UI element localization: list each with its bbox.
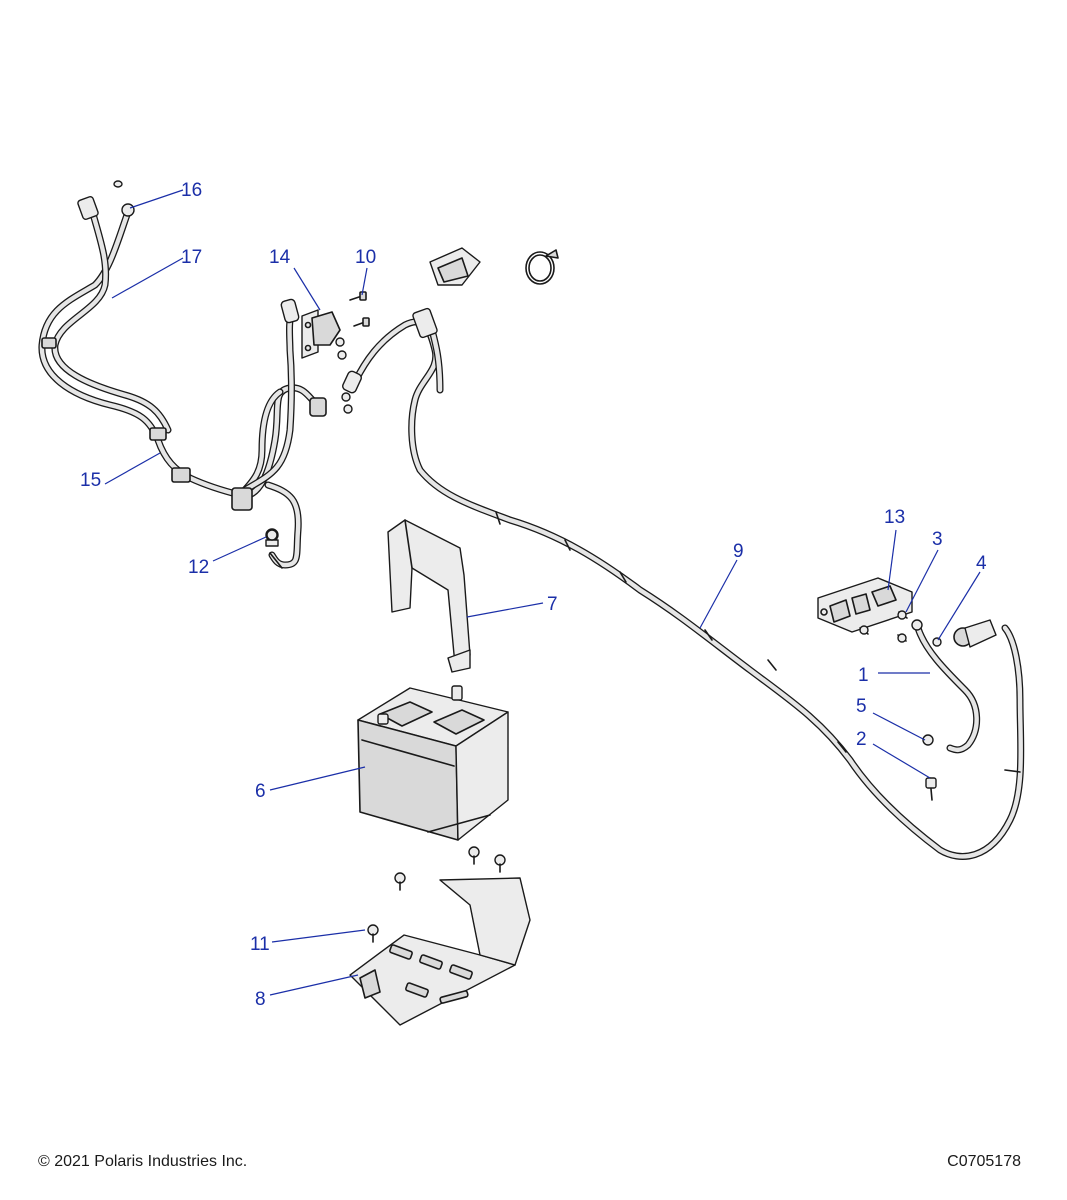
copyright-notice: © 2021 Polaris Industries Inc.	[38, 1153, 248, 1170]
leader-lines	[104, 189, 981, 996]
callout-6: 6	[255, 781, 266, 802]
hardware-small	[859, 610, 942, 801]
bolts-10	[335, 291, 370, 414]
callout-10: 10	[355, 247, 376, 268]
callout-1: 1	[858, 665, 869, 686]
callout-8: 8	[255, 989, 266, 1010]
callout-7: 7	[547, 594, 558, 615]
callout-5: 5	[856, 696, 867, 717]
wire-harness	[38, 180, 327, 569]
callout-12: 12	[188, 557, 209, 578]
terminal-block	[817, 577, 913, 633]
callout-labels: 1 2 3 4 5 6 7 8 9 10 11 12 13 14 15 16 1…	[80, 180, 987, 1010]
relay-bracket	[301, 309, 341, 359]
callout-17: 17	[181, 247, 202, 268]
callout-9: 9	[733, 541, 744, 562]
callout-16: 16	[181, 180, 202, 201]
callout-4: 4	[976, 553, 987, 574]
bolts-11	[367, 846, 506, 943]
callout-14: 14	[269, 247, 291, 268]
drawing-number: C0705178	[947, 1153, 1021, 1170]
callout-3: 3	[932, 529, 943, 550]
callout-13: 13	[884, 507, 905, 528]
battery-hold-down	[387, 519, 471, 673]
callout-11: 11	[250, 934, 270, 955]
ground-cable	[911, 619, 981, 754]
callout-15: 15	[80, 470, 101, 491]
callout-2: 2	[856, 729, 867, 750]
bolt-12	[266, 529, 278, 541]
main-battery-cable	[342, 247, 1025, 860]
cable-tie	[525, 249, 559, 285]
battery	[357, 685, 509, 841]
battery-tray	[349, 877, 531, 1026]
